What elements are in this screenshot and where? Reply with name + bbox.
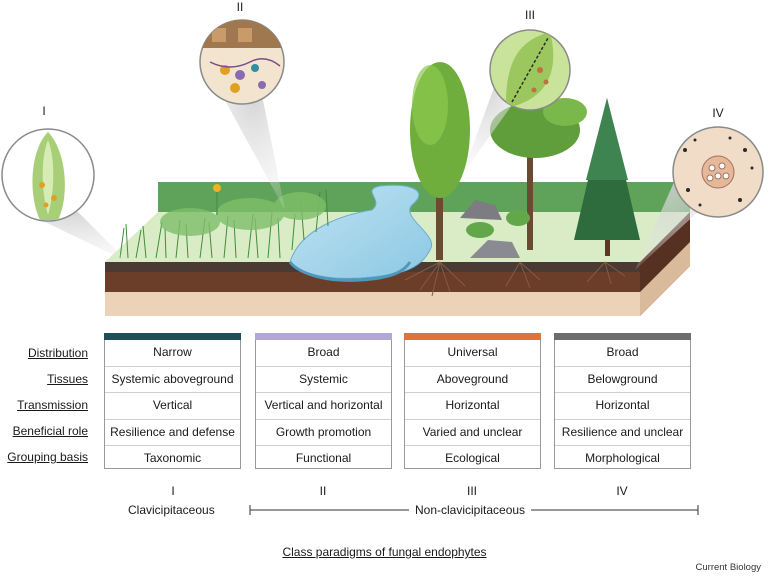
class-iv-transmission: Horizontal [555, 393, 690, 420]
rock [460, 200, 502, 220]
row-label-distribution: Distribution [27, 346, 88, 360]
class-ii-tissues: Systemic [256, 367, 391, 394]
class-iii-distribution: Universal [405, 340, 540, 367]
class-label-iv: IV [616, 484, 628, 498]
magnifier-ii [199, 19, 285, 105]
row-label-tissues: Tissues [47, 372, 88, 386]
class-i-distribution: Narrow [105, 340, 240, 367]
sunflower [213, 184, 221, 192]
clavicipitaceous-label: Clavicipitaceous [122, 503, 221, 517]
class-i-transmission: Vertical [105, 393, 240, 420]
class-ii-column: Broad Systemic Vertical and horizontal G… [255, 333, 392, 469]
class-iii-column: Universal Aboveground Horizontal Varied … [404, 333, 541, 469]
class-i-color-bar [104, 333, 241, 340]
magnifier-i [1, 128, 95, 222]
row-label-grouping-basis: Grouping basis [7, 450, 88, 464]
class-iv-column: Broad Belowground Horizontal Resilience … [554, 333, 691, 469]
grass-field [119, 189, 329, 259]
class-iii-beneficial-role: Varied and unclear [405, 420, 540, 447]
class-iv-color-bar [554, 333, 691, 340]
class-iv-distribution: Broad [555, 340, 690, 367]
class-i-grouping-basis: Taxonomic [143, 451, 202, 466]
class-ii-transmission: Vertical and horizontal [256, 393, 391, 420]
conifer-tree [574, 98, 640, 256]
class-iii-transmission: Horizontal [405, 393, 540, 420]
panel-label-iii: III [524, 8, 535, 22]
non-clavicipitaceous-bracket [249, 505, 699, 515]
class-ii-distribution: Broad [256, 340, 391, 367]
source-credit: Current Biology [695, 562, 761, 573]
class-i-tissues: Systemic aboveground [105, 367, 240, 394]
panel-label-i: I [42, 104, 46, 118]
class-ii-beneficial-role: Growth promotion [256, 420, 391, 447]
panel-label-ii: II [236, 0, 244, 14]
magnifier-iv [672, 126, 764, 218]
tree-trunk-poplar [436, 168, 443, 260]
figure-title: Class paradigms of fungal endophytes [282, 545, 487, 559]
class-iv-beneficial-role: Resilience and unclear [555, 420, 690, 447]
row-label-beneficial-role: Beneficial role [12, 424, 88, 438]
row-label-transmission: Transmission [17, 398, 88, 412]
class-i-beneficial-role: Resilience and defense [105, 420, 240, 447]
class-label-iii: III [466, 484, 477, 498]
class-ii-color-bar [255, 333, 392, 340]
river [289, 184, 433, 279]
class-label-ii: II [319, 484, 327, 498]
magnifier-iii [489, 29, 571, 111]
class-iv-tissues: Belowground [555, 367, 690, 394]
class-i-column: Narrow Systemic aboveground Vertical Res… [104, 333, 241, 469]
class-iv-grouping-basis: Morphological [585, 451, 660, 466]
panel-label-iv: IV [712, 106, 724, 120]
roots [404, 261, 626, 297]
class-ii-grouping-basis: Functional [295, 451, 352, 466]
class-iii-grouping-basis: Ecological [445, 451, 500, 466]
class-label-i: I [171, 484, 175, 498]
class-iii-tissues: Aboveground [405, 367, 540, 394]
non-clavicipitaceous-label: Non-clavicipitaceous [409, 503, 532, 517]
class-iii-color-bar [404, 333, 541, 340]
landscape-illustration [1, 19, 764, 316]
